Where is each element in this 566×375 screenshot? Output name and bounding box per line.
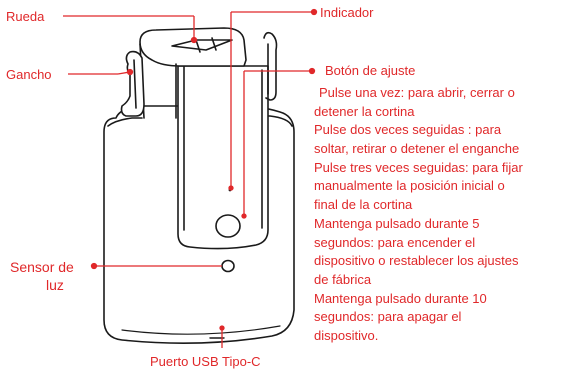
desc-line: dispositivo o restablecer los ajustes [314,253,519,269]
desc-line: Pulse tres veces seguidas: para fijar [314,159,523,175]
label-sensor-line2: luz [46,277,64,293]
callout-lines [63,8,318,348]
label-boton-ajuste: Botón de ajuste [325,63,416,78]
rueda-dot [190,36,198,44]
hook-left [120,50,145,117]
desc-line: segundos: para encender el [314,234,476,250]
label-indicador: Indicador [320,5,374,20]
desc-line: Mantenga pulsado durante 10 [314,290,487,306]
front-panel [177,65,269,250]
desc-line: manualmente la posición inicial o [314,178,505,194]
desc-line: segundos: para apagar el [314,309,462,325]
desc-line: Pulse dos veces seguidas : para [314,122,502,138]
indicador-end-dot [228,185,234,191]
boton-end-dot [241,213,247,219]
device-illustration [103,27,295,344]
light-sensor [221,259,235,273]
panel-inner-edge [183,65,263,231]
hook-right [263,31,278,101]
body-top-edge [107,115,293,127]
adjust-button-outer [215,214,241,238]
boton-dot [308,67,316,75]
base-curve [121,325,281,335]
label-rueda: Rueda [6,9,45,24]
desc-line: Mantenga pulsado durante 5 [314,215,480,231]
button-description: Pulse una vez: para abrir, cerrar o dete… [314,84,523,346]
desc-line: soltar, retirar o detener el enganche [314,141,520,157]
wheel [171,37,233,53]
hook-left-inner [133,59,137,109]
desc-line: Pulse una vez: para abrir, cerrar o [319,85,515,100]
desc-line: de fábrica [314,271,372,287]
desc-line: final de la cortina [314,197,413,213]
label-gancho: Gancho [6,67,52,82]
label-puerto-usb: Puerto USB Tipo-C [150,354,261,369]
label-sensor-line1: Sensor de [10,259,74,275]
usb-dot [219,325,225,331]
sensor-dot [90,262,98,270]
gancho-dot [126,68,134,76]
desc-line: detener la cortina [314,103,415,119]
desc-line: dispositivo. [314,327,379,343]
indicador-dot [310,8,318,16]
